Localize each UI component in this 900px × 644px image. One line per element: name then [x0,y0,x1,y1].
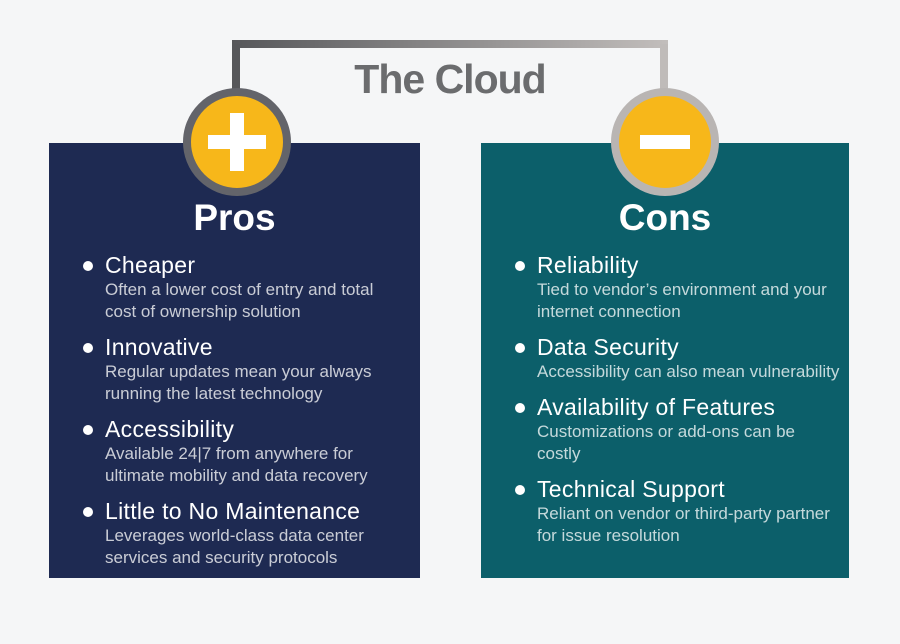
bullet-icon [515,403,525,413]
list-item: Accessibility Available 24|7 from anywhe… [83,416,412,487]
cons-panel: Cons Reliability Tied to vendor’s enviro… [481,143,849,578]
item-label: Little to No Maintenance [105,498,361,524]
pros-heading: Pros [193,197,276,238]
list-item: Little to No Maintenance Leverages world… [83,498,412,569]
minus-icon [640,135,690,149]
page-title: The Cloud [354,56,546,102]
bullet-icon [83,261,93,271]
item-description: Tied to vendor’s environment and your in… [537,280,827,321]
item-label: Accessibility [105,416,235,442]
item-label: Availability of Features [537,394,776,420]
list-item: Technical Support Reliant on vendor or t… [515,476,841,547]
item-description: Regular updates mean your always running… [105,362,372,403]
cons-list: Reliability Tied to vendor’s environment… [481,252,849,547]
item-description: Reliant on vendor or third-party partner… [537,504,830,545]
item-label: Data Security [537,334,679,360]
bullet-icon [515,485,525,495]
list-item: Reliability Tied to vendor’s environment… [515,252,841,323]
list-item: Cheaper Often a lower cost of entry and … [83,252,412,323]
item-label: Cheaper [105,252,196,278]
cons-heading: Cons [618,197,712,238]
connector-stem-left [232,44,240,100]
bullet-icon [83,425,93,435]
bullet-icon [515,343,525,353]
bullet-icon [515,261,525,271]
item-label: Innovative [105,334,213,360]
item-description: Available 24|7 from anywhere for ultimat… [105,444,368,485]
item-label: Technical Support [537,476,725,502]
item-description: Leverages world-class data center servic… [105,526,364,567]
connector-bar [232,40,668,48]
pros-panel: Pros Cheaper Often a lower cost of entry… [49,143,420,578]
list-item: Data Security Accessibility can also mea… [515,334,841,383]
cons-badge [611,88,719,196]
bullet-icon [83,343,93,353]
list-item: Availability of Features Customizations … [515,394,841,465]
item-description: Accessibility can also mean vulnerabilit… [537,362,840,381]
pros-badge [183,88,291,196]
item-description: Customizations or add-ons can be costly [537,422,795,463]
item-description: Often a lower cost of entry and total co… [105,280,374,321]
item-label: Reliability [537,252,639,278]
connector-stem-right [660,44,668,100]
list-item: Innovative Regular updates mean your alw… [83,334,412,405]
plus-icon [208,113,266,171]
pros-list: Cheaper Often a lower cost of entry and … [49,252,420,569]
bullet-icon [83,507,93,517]
